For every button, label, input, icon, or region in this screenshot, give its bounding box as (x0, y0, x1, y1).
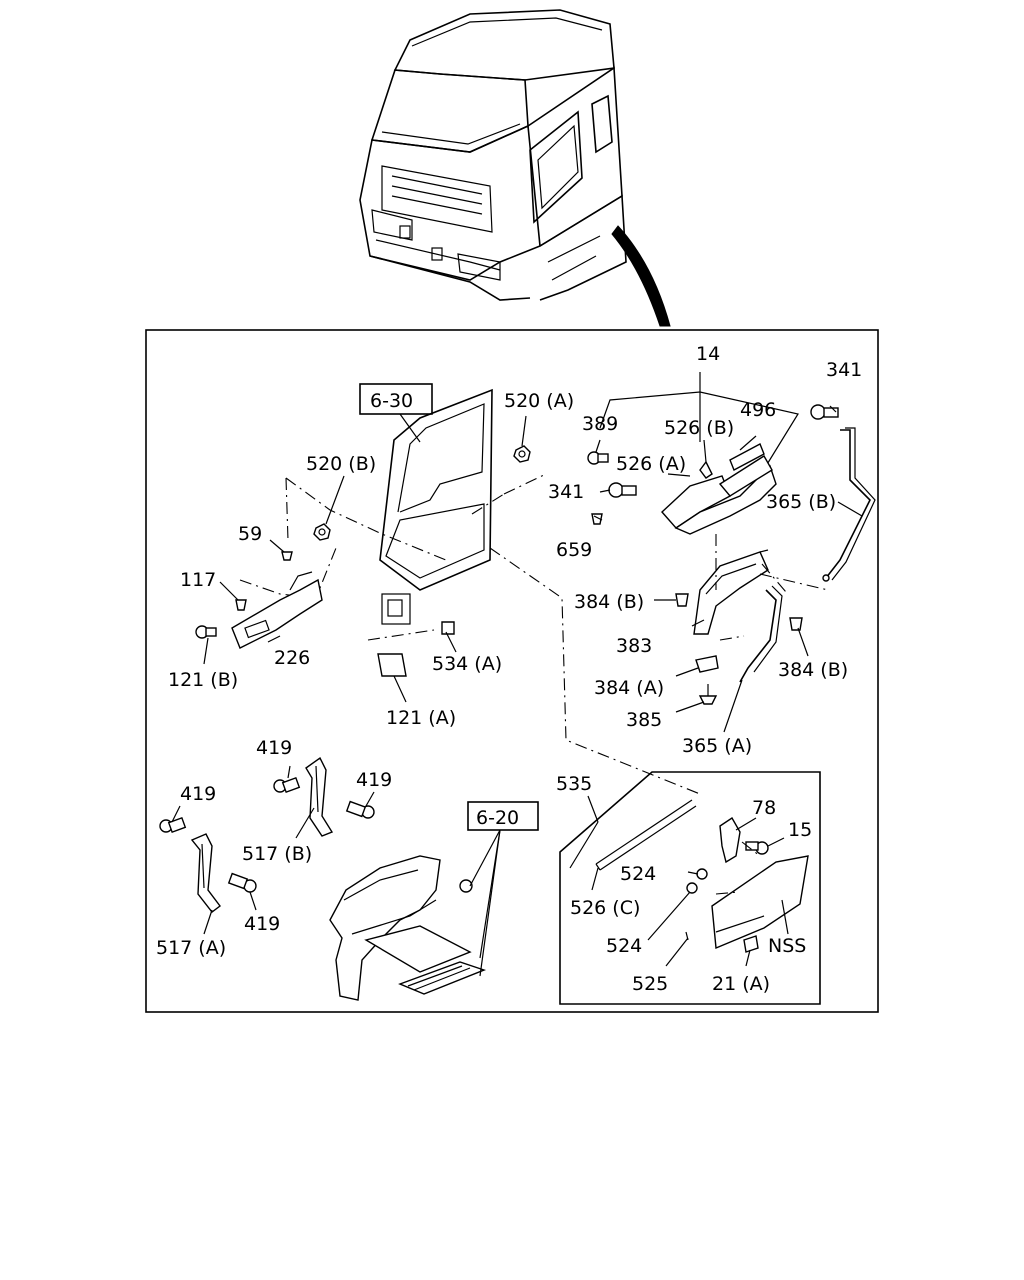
label-121b: 121 (B) (168, 669, 238, 691)
label-659: 659 (556, 539, 592, 561)
label-535: 535 (556, 773, 592, 795)
guard-383 (693, 549, 769, 635)
label-524-a: 524 (620, 863, 656, 885)
label-384b-2: 384 (B) (778, 659, 848, 681)
label-78: 78 (752, 797, 776, 819)
label-117: 117 (180, 569, 216, 591)
label-517b: 517 (B) (242, 843, 312, 865)
door-panel (379, 388, 493, 625)
label-419-a: 419 (256, 737, 292, 759)
label-526c: 526 (C) (570, 897, 640, 919)
bracket-226 (231, 571, 323, 649)
label-520a: 520 (A) (504, 390, 574, 412)
label-524-b: 524 (606, 935, 642, 957)
label-59: 59 (238, 523, 262, 545)
leader-lines (239, 473, 829, 795)
inset-frame (559, 771, 821, 1005)
label-341-top: 341 (826, 359, 862, 381)
label-nss: NSS (768, 935, 806, 957)
label-517a: 517 (A) (156, 937, 226, 959)
label-384b-1: 384 (B) (574, 591, 644, 613)
label-496: 496 (740, 399, 776, 421)
bracket-517a (159, 817, 257, 913)
label-385: 385 (626, 709, 662, 731)
label-341-mid: 341 (548, 481, 584, 503)
truck-cab-illustration (359, 9, 671, 327)
label-6-20: 6-20 (476, 807, 519, 829)
label-389: 389 (582, 413, 618, 435)
main-frame (145, 329, 879, 1013)
label-526b: 526 (B) (664, 417, 734, 439)
label-419-d: 419 (244, 913, 280, 935)
label-21a: 21 (A) (712, 973, 770, 995)
step-guard-assembly (599, 372, 799, 535)
label-226: 226 (274, 647, 310, 669)
label-365a: 365 (A) (682, 735, 752, 757)
ref-box-6-20 (467, 801, 539, 831)
fasteners-top (195, 404, 839, 705)
callout-lines (171, 405, 863, 967)
label-419-b: 419 (356, 769, 392, 791)
label-526a: 526 (A) (616, 453, 686, 475)
label-383: 383 (616, 635, 652, 657)
label-534a: 534 (A) (432, 653, 502, 675)
label-14: 14 (696, 343, 720, 365)
inset-parts (595, 799, 809, 953)
ref-box-6-30 (359, 383, 433, 415)
label-384a: 384 (A) (594, 677, 664, 699)
label-419-c: 419 (180, 783, 216, 805)
callout-labels: 14 341 6-30 520 (A) 389 526 (B) 496 520 … (156, 343, 862, 995)
rod-365a (739, 589, 777, 683)
bracket-517b (273, 756, 375, 837)
rod-365b (825, 429, 871, 579)
label-365b: 365 (B) (766, 491, 836, 513)
label-15: 15 (788, 819, 812, 841)
label-121a: 121 (A) (386, 707, 456, 729)
label-525: 525 (632, 973, 668, 995)
label-6-30: 6-30 (370, 390, 413, 412)
label-520b: 520 (B) (306, 453, 376, 475)
step-assembly (329, 855, 487, 1001)
